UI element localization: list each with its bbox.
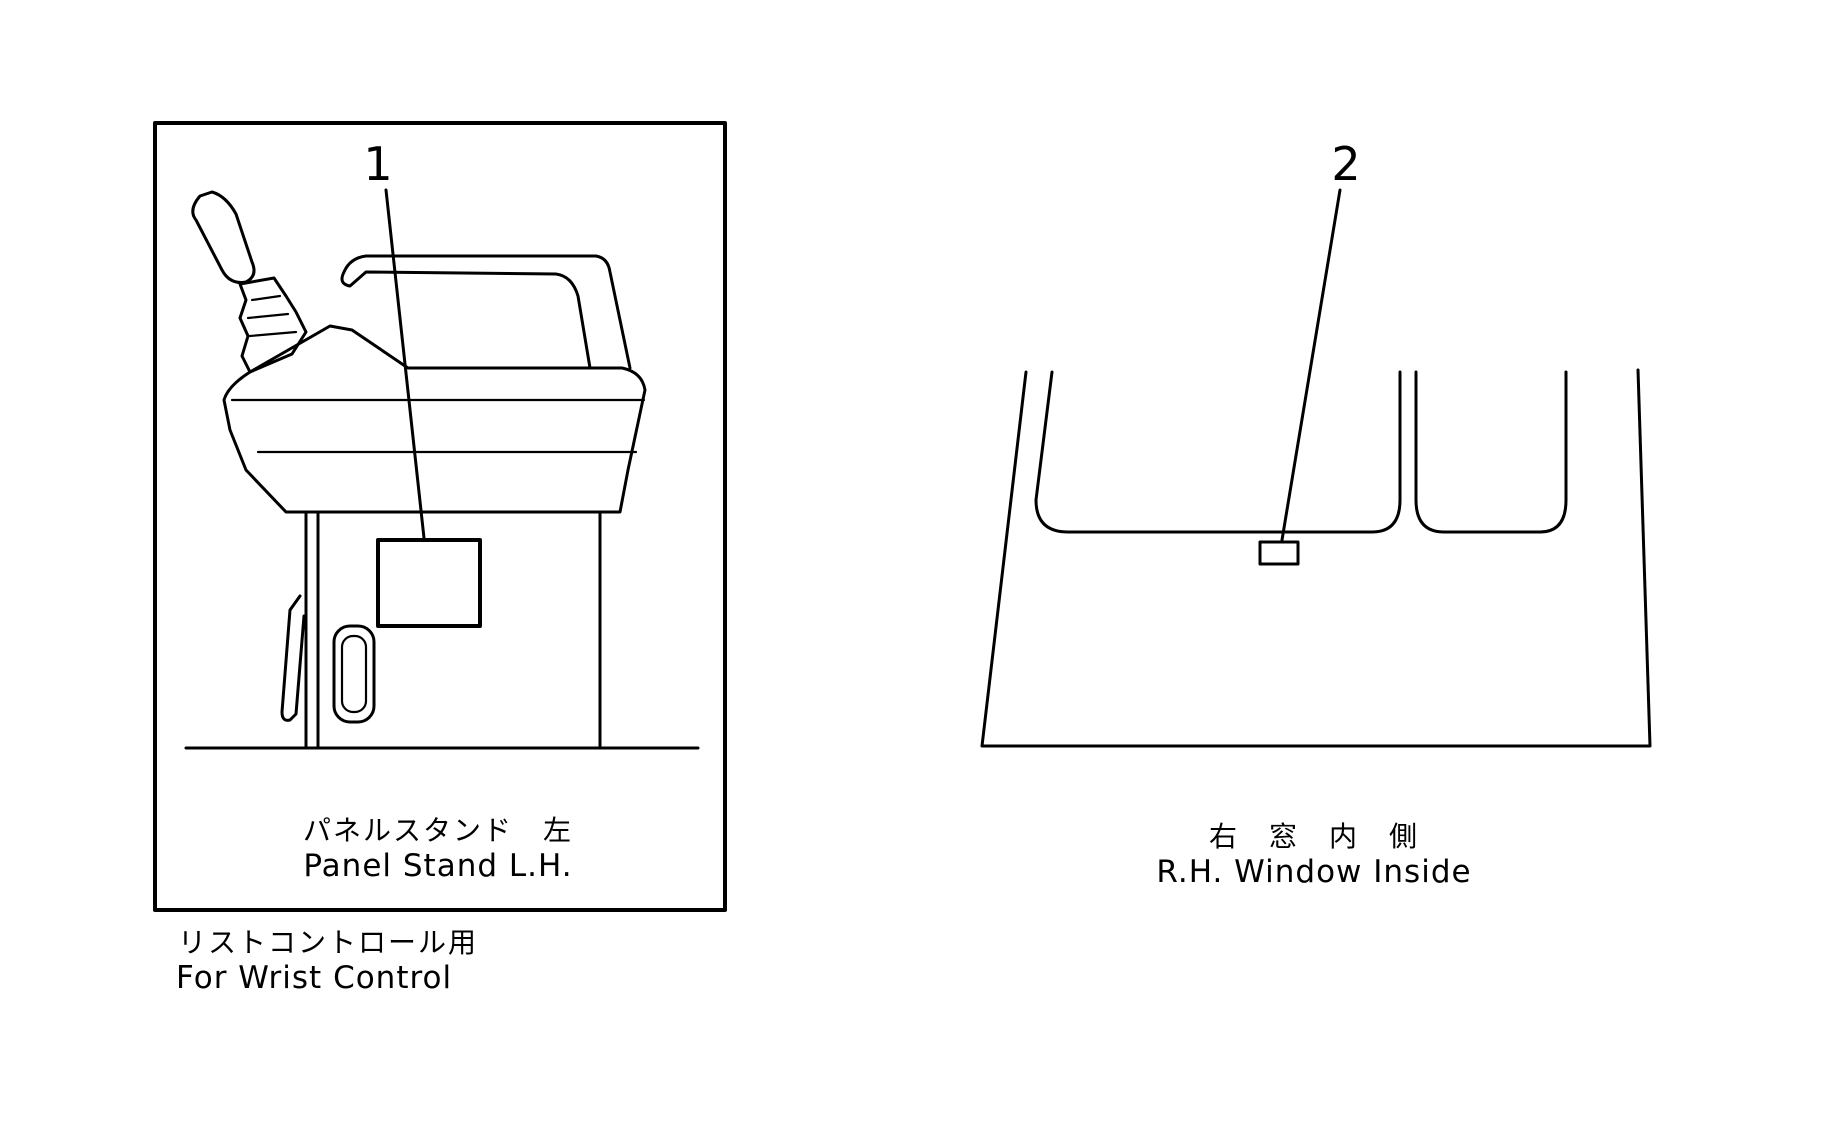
leader-line-2 <box>1280 188 1342 542</box>
left-view-frame <box>153 121 727 912</box>
right-view-window: 2 右 窓 内 側 R.H. Window Inside <box>980 137 1652 890</box>
window-pane-right <box>1414 370 1568 534</box>
leader-line-1 <box>384 188 426 540</box>
armrest-handle <box>340 254 632 370</box>
left-view-panel-stand: 1 パネルスタンド 左 Panel Stand L.H. <box>153 121 727 912</box>
side-lever <box>280 594 306 722</box>
outer-caption-jp: リストコントロール用 <box>178 926 478 959</box>
callout-1: 1 <box>363 137 392 191</box>
callout-2: 2 <box>1331 137 1360 191</box>
left-caption-jp: パネルスタンド 左 <box>303 814 573 847</box>
joystick-grip <box>191 190 256 284</box>
outer-caption-en: For Wrist Control <box>176 960 452 996</box>
cab-outline <box>980 368 1652 748</box>
decal-1-location <box>376 538 482 628</box>
right-caption-jp: 右 窓 内 側 <box>1209 820 1419 853</box>
left-caption-en: Panel Stand L.H. <box>303 848 572 884</box>
stand-slot-outer <box>332 624 376 724</box>
right-caption-en: R.H. Window Inside <box>1156 854 1471 890</box>
console-housing <box>222 324 647 514</box>
decal-2-location <box>1258 540 1300 566</box>
pedestal-left-edge <box>304 510 320 750</box>
window-pane-left <box>1034 370 1402 534</box>
stand-slot-inner <box>340 634 368 714</box>
joystick-boot <box>238 276 308 374</box>
